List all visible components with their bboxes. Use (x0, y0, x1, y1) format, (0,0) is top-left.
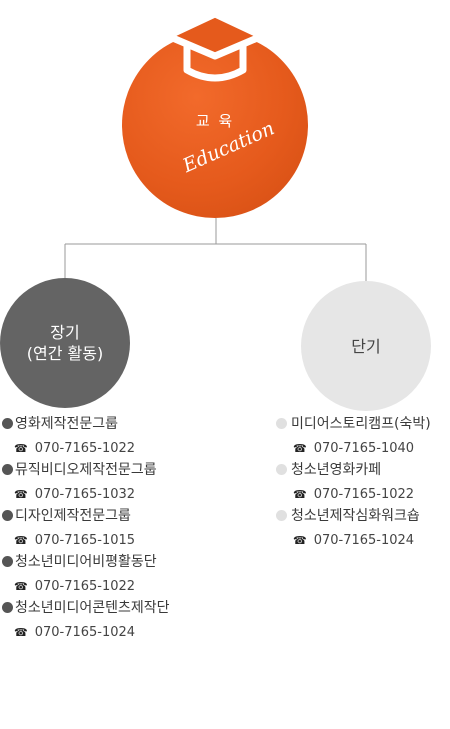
branch-short-term-circle: 단기 (301, 281, 431, 411)
bullet-icon (2, 555, 13, 567)
list-item: 청소년영화카페 ☎ 070-7165-1022 (276, 459, 431, 505)
program-phone: 070-7165-1022 (34, 440, 136, 456)
program-phone: 070-7165-1024 (34, 624, 136, 640)
list-item: 청소년미디어콘텐츠제작단 ☎ 070-7165-1024 (2, 597, 170, 643)
program-phone: 070-7165-1015 (34, 532, 136, 548)
list-item: 뮤직비디오제작전문그룹 ☎ 070-7165-1032 (2, 459, 170, 505)
bullet-icon (2, 601, 13, 613)
program-name: 청소년미디어콘텐츠제작단 (15, 600, 170, 616)
phone-icon: ☎ (293, 533, 307, 547)
list-item: 미디어스토리캠프(숙박) ☎ 070-7165-1040 (276, 413, 431, 459)
program-name: 미디어스토리캠프(숙박) (291, 416, 431, 432)
program-phone: 070-7165-1022 (313, 486, 415, 502)
program-name: 청소년제작심화워크숍 (291, 508, 420, 524)
branch-long-term-sublabel: (연간 활동) (26, 344, 104, 363)
phone-icon: ☎ (14, 533, 28, 547)
short-term-program-list: 미디어스토리캠프(숙박) ☎ 070-7165-1040 청소년영화카페 ☎ 070… (276, 413, 431, 551)
program-name: 뮤직비디오제작전문그룹 (15, 462, 157, 478)
bullet-icon (276, 417, 287, 429)
program-phone: 070-7165-1022 (34, 578, 136, 594)
program-name: 청소년미디어비평활동단 (15, 554, 157, 570)
branch-long-term-label: 장기 (50, 323, 80, 342)
branch-long-term-circle: 장기 (연간 활동) (0, 278, 130, 408)
bullet-icon (2, 463, 13, 475)
bullet-icon (2, 417, 13, 429)
program-phone: 070-7165-1024 (313, 532, 415, 548)
bullet-icon (2, 509, 13, 521)
program-name: 디자인제작전문그룹 (15, 508, 131, 524)
list-item: 청소년미디어비평활동단 ☎ 070-7165-1022 (2, 551, 170, 597)
list-item: 청소년제작심화워크숍 ☎ 070-7165-1024 (276, 505, 431, 551)
graduation-cap-icon (164, 10, 266, 82)
list-item: 디자인제작전문그룹 ☎ 070-7165-1015 (2, 505, 170, 551)
phone-icon: ☎ (14, 579, 28, 593)
branch-short-term-label: 단기 (351, 336, 381, 356)
bullet-icon (276, 509, 287, 521)
program-phone: 070-7165-1032 (34, 486, 136, 502)
bullet-icon (276, 463, 287, 475)
program-name: 청소년영화카페 (291, 462, 382, 478)
phone-icon: ☎ (293, 487, 307, 501)
program-name: 영화제작전문그룹 (15, 416, 119, 432)
root-title: 교 육 (195, 112, 235, 130)
program-phone: 070-7165-1040 (313, 440, 415, 456)
phone-icon: ☎ (293, 441, 307, 455)
phone-icon: ☎ (14, 487, 28, 501)
education-root-circle (122, 32, 308, 218)
phone-icon: ☎ (14, 441, 28, 455)
long-term-program-list: 영화제작전문그룹 ☎ 070-7165-1022 뮤직비디오제작전문그룹 ☎ 070… (2, 413, 170, 643)
phone-icon: ☎ (14, 625, 28, 639)
list-item: 영화제작전문그룹 ☎ 070-7165-1022 (2, 413, 170, 459)
